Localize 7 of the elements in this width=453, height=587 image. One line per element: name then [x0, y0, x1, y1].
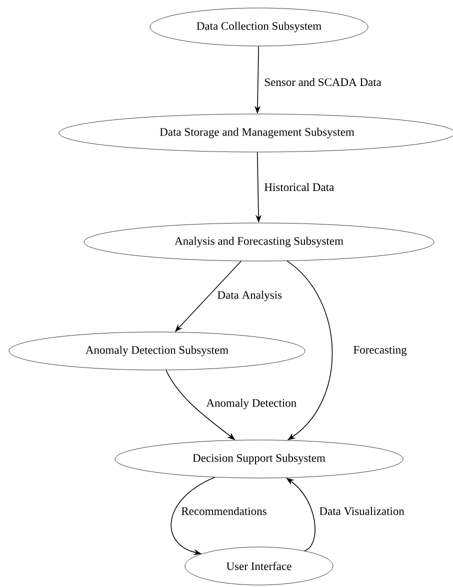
- edge-label: Recommendations: [180, 506, 268, 516]
- edge-label: Historical Data: [263, 182, 336, 192]
- edge-label: Anomaly Detection: [205, 398, 298, 410]
- edge-label: Data Analysis: [216, 290, 284, 302]
- edge-label: Data Visualization: [318, 506, 406, 516]
- edge-label: Sensor and SCADA Data: [263, 76, 382, 88]
- edge-label: Forecasting: [352, 344, 408, 358]
